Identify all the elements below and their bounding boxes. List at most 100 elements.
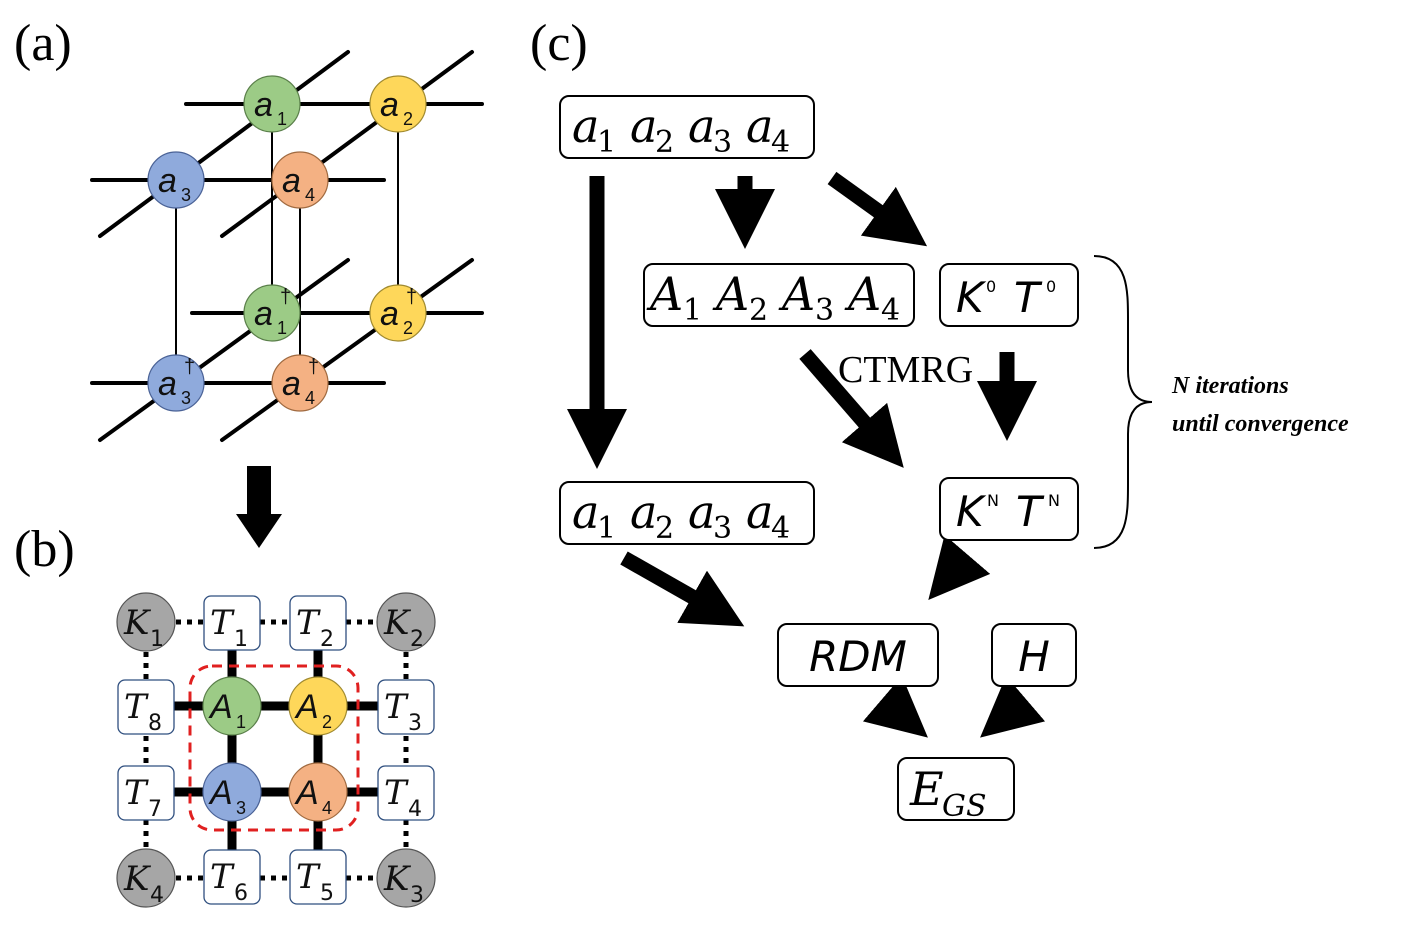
environment-bonds [143,619,409,881]
svg-text:a: a [630,99,657,153]
svg-text:1: 1 [597,511,616,546]
center-a4: A 4 [288,762,348,822]
svg-text:4: 4 [305,185,315,205]
svg-text:†: † [184,356,195,378]
svg-text:A: A [294,688,319,726]
svg-text:T: T [296,603,321,643]
svg-text:4: 4 [322,798,332,818]
svg-text:K: K [956,273,987,322]
svg-text:3: 3 [181,185,191,205]
svg-text:2: 2 [749,293,768,328]
svg-text:A: A [294,774,319,812]
svg-text:a: a [380,86,399,124]
svg-text:E: E [909,762,944,816]
arrow-KN-to-RDM [928,534,991,600]
svg-text:T: T [296,857,321,897]
svg-text:1: 1 [234,627,248,652]
box-single-layer-tensors: a 1 a 2 a 3 a 4 [559,95,815,160]
arrow-top-to-K0 [827,171,928,247]
svg-text:A: A [208,774,233,812]
arrow-H-to-EGS [980,675,1046,738]
svg-text:4: 4 [305,388,315,408]
svg-text:3: 3 [713,125,732,160]
svg-text:H: H [1018,632,1050,681]
svg-text:K: K [123,603,152,643]
svg-text:RDM: RDM [809,632,907,681]
svg-text:3: 3 [181,388,191,408]
inner-bonds [174,648,378,850]
node-a1: a 1 [243,75,301,133]
svg-text:K: K [383,603,412,643]
physical-bonds [175,104,399,383]
svg-text:a: a [572,485,599,539]
box-initial-environment: K 0 T 0 [939,263,1079,327]
box-converged-environment: K N T N [939,477,1079,541]
edge-t3: T 3 [377,679,435,736]
edge-t5: T 5 [289,849,347,906]
flow-arrows [567,171,1046,738]
box-double-layer-tensors: A 1 A 2 A 3 A 4 [643,263,915,328]
node-a3: a 3 [147,151,205,209]
svg-text:T: T [1016,487,1045,536]
panel-a-tensor-network: a 1 a 2 a 3 a 4 a 1 † a 2 † [90,50,484,442]
svg-text:N: N [1048,491,1060,510]
arrow-RDM-to-EGS [862,675,928,738]
svg-text:0: 0 [1046,277,1056,296]
svg-text:T: T [384,687,409,727]
center-a3: A 3 [202,762,262,822]
svg-text:A: A [208,688,233,726]
svg-text:2: 2 [403,109,413,129]
brace-label-line2: until convergence [1172,411,1349,437]
svg-text:K: K [383,859,412,899]
edge-t8: T 8 [117,679,175,736]
svg-text:T: T [384,773,409,813]
bottom-layer-bonds [90,258,484,442]
svg-text:T: T [124,773,149,813]
svg-text:4: 4 [150,883,164,908]
svg-text:a: a [630,485,657,539]
edge-t7: T 7 [117,765,175,822]
svg-text:1: 1 [683,293,702,328]
svg-text:2: 2 [410,627,424,652]
svg-text:A: A [844,267,881,321]
svg-text:GS: GS [942,789,987,824]
ctmrg-label: CTMRG [838,349,973,391]
svg-text:2: 2 [320,627,334,652]
svg-text:a: a [254,295,273,333]
node-a2: a 2 [369,75,427,133]
svg-text:2: 2 [655,125,674,160]
svg-text:†: † [406,286,417,308]
svg-text:3: 3 [408,711,422,736]
svg-text:4: 4 [881,293,900,328]
svg-text:a: a [572,99,599,153]
svg-text:a: a [158,365,177,403]
brace-label-line1: N iterations [1171,373,1289,399]
svg-text:A: A [712,267,749,321]
svg-text:1: 1 [277,318,287,338]
svg-text:3: 3 [236,798,246,818]
node-a4-dagger: a 4 † [271,354,329,412]
svg-text:1: 1 [150,627,164,652]
corner-k2: K 2 [376,592,436,652]
corner-k1: K 1 [116,592,176,652]
top-layer-bonds [90,50,484,238]
svg-text:a: a [282,162,301,200]
svg-text:3: 3 [815,293,834,328]
edge-t4: T 4 [377,765,435,822]
svg-text:a: a [254,86,273,124]
box-reduced-density-matrix: RDM [777,623,939,687]
svg-text:7: 7 [148,797,162,822]
unit-cell-highlight [188,664,360,832]
svg-text:4: 4 [771,511,790,546]
center-a1: A 1 [202,676,262,736]
svg-text:1: 1 [597,125,616,160]
svg-text:a: a [282,365,301,403]
node-a4: a 4 [271,151,329,209]
svg-text:A: A [646,267,683,321]
svg-text:a: a [158,162,177,200]
svg-text:8: 8 [148,711,162,736]
node-a1-dagger: a 1 † [243,284,301,342]
box-ground-state-energy: E GS [897,757,1015,824]
svg-text:T: T [210,603,235,643]
svg-text:a: a [688,99,715,153]
